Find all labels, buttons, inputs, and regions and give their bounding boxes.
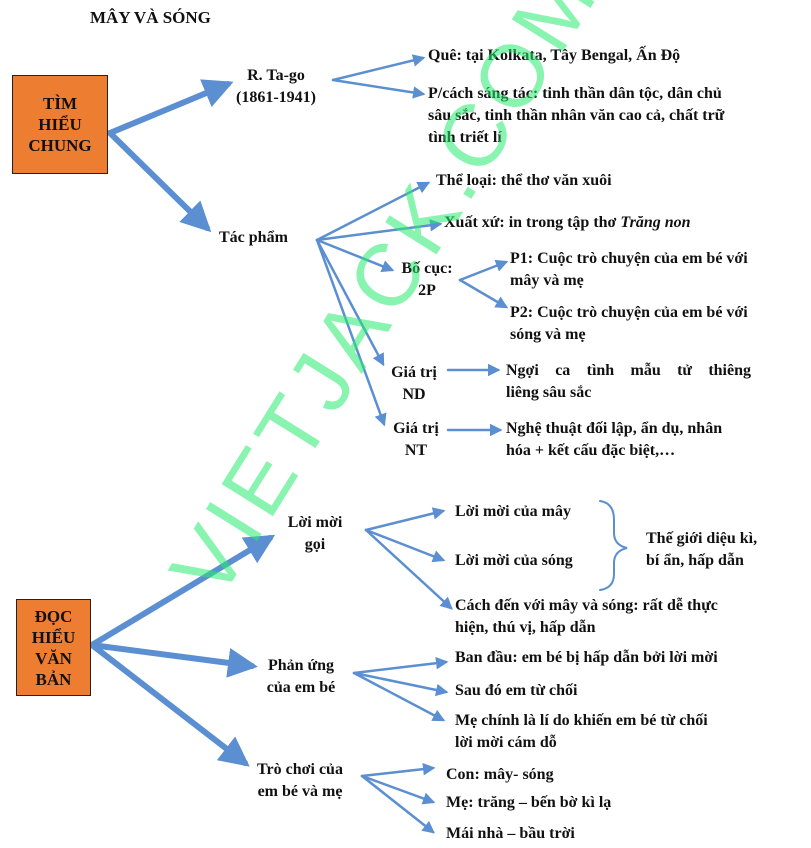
arrow-layout-p2: [458, 278, 509, 309]
arrow-author-hometown: [331, 54, 426, 82]
arrow-react-reason: [352, 671, 446, 722]
layout-node: Bố cục:2P: [401, 260, 453, 299]
arrow-doc-invitation: [89, 534, 276, 648]
game-child-text: Con: mây- sóng: [446, 766, 554, 783]
arrow-layout-p1: [458, 259, 509, 282]
arrow-chung-author: [107, 79, 234, 136]
arrow-game-roof: [360, 774, 435, 834]
arrow-react-first: [352, 656, 449, 675]
genre-text: Thể loại: thể thơ văn xuôi: [436, 172, 612, 189]
arrow-game-mother: [360, 774, 436, 805]
hometown-text: Quê: tại Kolkata, Tây Bengal, Ấn Độ: [428, 47, 681, 64]
page-title: MÂY VÀ SÓNG: [90, 8, 211, 27]
arrow-work-layout: [315, 238, 395, 273]
curly-brace: [599, 500, 628, 591]
author-node: R. Ta-go (1861-1941): [236, 67, 316, 106]
arrow-work-genre: [315, 181, 431, 242]
game-mother-text: Mẹ: trăng – bến bờ kì lạ: [446, 794, 612, 811]
arrow-chung-work: [107, 130, 212, 233]
reaction-first-text: Ban đầu: em bé bị hấp dẫn bởi lời mời: [455, 649, 718, 666]
arrow-doc-game: [89, 642, 250, 767]
arrow-invite-cloud: [364, 507, 446, 532]
game-roof-text: Mái nhà – bầu trời: [446, 825, 575, 842]
arrow-react-then: [352, 671, 449, 697]
reaction-then-text: Sau đó em từ chối: [455, 682, 578, 699]
work-node: Tác phẩm: [219, 229, 288, 246]
arrow-work-origin: [315, 219, 443, 242]
arrow-doc-reaction: [89, 642, 258, 678]
arrow-invite-way: [364, 528, 453, 610]
cloud-invitation-text: Lời mời của mây: [455, 503, 571, 520]
origin-text: Xuất xứ: in trong tập thơ Trăng non: [444, 214, 691, 231]
arrow-work-content: [315, 238, 385, 367]
arrow-game-child: [360, 762, 436, 778]
arrow-invite-wave: [364, 528, 446, 563]
style-text: P/cách sáng tác: tinh thần dân tộc, dân …: [428, 85, 725, 146]
arrow-work-art: [315, 238, 387, 427]
arrow-author-style: [331, 78, 426, 99]
wave-invitation-text: Lời mời của sóng: [455, 552, 573, 569]
magic-world-text: Thế giới diệu kì,bí ẩn, hấp dẫn: [646, 530, 758, 569]
